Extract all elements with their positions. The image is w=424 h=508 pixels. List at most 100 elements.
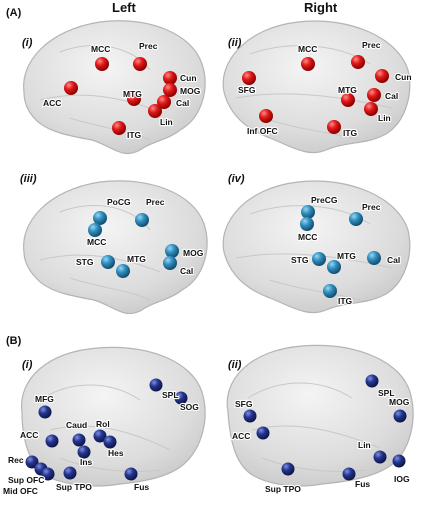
- label-mfg: MFG: [35, 394, 54, 404]
- node-mcc: [300, 217, 314, 231]
- node-caud: [72, 433, 86, 447]
- node-inf-ofc: [259, 109, 273, 123]
- label-caud: Caud: [66, 420, 87, 430]
- label-lin: Lin: [378, 113, 391, 123]
- label-mcc: MCC: [91, 44, 110, 54]
- node-sup-tpo: [63, 466, 77, 480]
- label-cal: Cal: [180, 266, 193, 276]
- node-sup-tpo: [281, 462, 295, 476]
- node-ins: [77, 445, 91, 459]
- node-fus: [124, 467, 138, 481]
- label-mcc: MCC: [298, 44, 317, 54]
- header-left: Left: [112, 0, 137, 15]
- label-mtg: MTG: [123, 89, 142, 99]
- node-prec: [133, 57, 147, 71]
- node-mog: [393, 409, 407, 423]
- label-mcc: MCC: [87, 237, 106, 247]
- label-mog: MOG: [183, 248, 204, 258]
- brain-outline: [23, 20, 206, 155]
- node-rol: [93, 429, 107, 443]
- node-itg: [112, 121, 126, 135]
- node-hes: [103, 435, 117, 449]
- brain-outline: [23, 180, 208, 315]
- label-sup-tpo: Sup TPO: [56, 482, 92, 492]
- node-mtg: [116, 264, 130, 278]
- node-acc: [45, 434, 59, 448]
- label-itg: ITG: [127, 130, 142, 140]
- node-mcc: [95, 57, 109, 71]
- node-mtg: [341, 93, 355, 107]
- panel-numeral: (iv): [228, 173, 245, 185]
- node-iog: [392, 454, 406, 468]
- label-itg: ITG: [343, 128, 358, 138]
- label-prec: Prec: [146, 197, 165, 207]
- label-rol: Rol: [96, 419, 110, 429]
- node-lin: [373, 450, 387, 464]
- label-acc: ACC: [232, 431, 250, 441]
- node-mog: [163, 83, 177, 97]
- panel-a-i: (i) ACC MCC Prec Cun MOG MTG Cal Lin ITG: [22, 20, 206, 155]
- node-sfg: [242, 71, 256, 85]
- label-hes: Hes: [108, 448, 124, 458]
- label-precg: PreCG: [311, 195, 338, 205]
- label-mog: MOG: [389, 397, 410, 407]
- panel-numeral: (ii): [228, 359, 242, 371]
- label-sup-ofc: Sup OFC: [8, 475, 44, 485]
- label-rec: Rec: [8, 455, 24, 465]
- node-acc: [256, 426, 270, 440]
- label-lin: Lin: [358, 440, 371, 450]
- label-sfg: SFG: [238, 85, 256, 95]
- node-cal: [157, 95, 171, 109]
- label-stg: STG: [76, 257, 94, 267]
- node-prec: [135, 213, 149, 227]
- label-mcc: MCC: [298, 232, 317, 242]
- node-sfg: [243, 409, 257, 423]
- label-fus: Fus: [355, 479, 370, 489]
- label-mid-ofc: Mid OFC: [3, 486, 38, 496]
- label-cun: Cun: [395, 72, 412, 82]
- node-cal: [163, 256, 177, 270]
- node-spl: [149, 378, 163, 392]
- panel-b-ii: (ii) SFG SPL ACC MOG Lin IOG Sup TPO Fus: [226, 344, 414, 495]
- label-lin: Lin: [160, 117, 173, 127]
- node-rec: [25, 455, 39, 469]
- label-pocg: PoCG: [107, 197, 131, 207]
- label-acc: ACC: [20, 430, 38, 440]
- label-mtg: MTG: [338, 85, 357, 95]
- node-lin: [364, 102, 378, 116]
- node-mtg: [127, 92, 141, 106]
- gyri-lines: [39, 384, 171, 472]
- node-mfg: [38, 405, 52, 419]
- node-lin: [148, 104, 162, 118]
- node-prec: [349, 212, 363, 226]
- node-mcc: [88, 223, 102, 237]
- node-spl: [365, 374, 379, 388]
- label-sog: SOG: [180, 402, 199, 412]
- node-cun: [375, 69, 389, 83]
- label-sup-tpo: Sup TPO: [265, 484, 301, 494]
- node-mid-ofc: [41, 467, 55, 481]
- label-mog: MOG: [180, 86, 201, 96]
- label-prec: Prec: [362, 40, 381, 50]
- node-mtg: [327, 260, 341, 274]
- node-fus: [342, 467, 356, 481]
- label-iog: IOG: [394, 474, 410, 484]
- label-mtg: MTG: [127, 254, 146, 264]
- node-cal: [367, 251, 381, 265]
- section-b-label: (B): [6, 335, 22, 347]
- label-spl: SPL: [378, 388, 395, 398]
- node-pocg: [93, 211, 107, 225]
- panel-a-iii: (iii) PoCG Prec MCC STG MTG MOG Cal: [20, 173, 208, 315]
- label-sfg: SFG: [235, 399, 253, 409]
- node-cun: [163, 71, 177, 85]
- node-itg: [323, 284, 337, 298]
- panel-numeral: (i): [22, 359, 33, 371]
- panel-numeral: (i): [22, 37, 33, 49]
- node-cal: [367, 88, 381, 102]
- node-precg: [301, 205, 315, 219]
- node-stg: [312, 252, 326, 266]
- label-fus: Fus: [134, 482, 149, 492]
- node-acc: [64, 81, 78, 95]
- brain-outline: [222, 180, 411, 314]
- label-stg: STG: [291, 255, 309, 265]
